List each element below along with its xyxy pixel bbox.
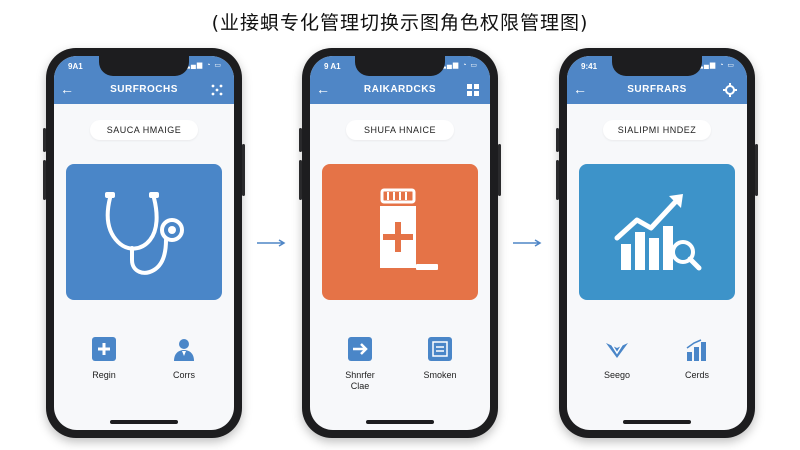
nav-title: SURFRARS <box>627 84 687 95</box>
power-button <box>498 144 501 196</box>
arrow-right-icon <box>257 239 286 247</box>
action-label: Shnrfer Clae <box>345 370 375 391</box>
back-arrow-icon[interactable]: ← <box>316 81 330 97</box>
status-time: 9A1 <box>68 62 83 71</box>
chart-search-icon <box>614 194 702 271</box>
status-icons: ▂▄▆ ◔ ▭ <box>440 62 478 69</box>
arrow-right-square-icon <box>347 336 373 362</box>
home-indicator[interactable] <box>110 420 178 424</box>
status-icons: ▂▄▆ ◔ ▭ <box>697 62 735 69</box>
hero-card[interactable] <box>66 164 222 300</box>
action-shnrfer-clae[interactable]: Shnrfer Clae <box>320 336 400 392</box>
notch <box>355 56 445 76</box>
bar-chart-icon <box>684 336 710 362</box>
down-chevron-icon <box>604 336 630 362</box>
arrow-right-icon <box>513 239 542 247</box>
phone-2-screen: 9 A1 ▂▄▆ ◔ ▭ ← RAIKARDCKS SHUFA HNAICE S… <box>310 56 490 430</box>
back-arrow-icon[interactable]: ← <box>573 81 587 97</box>
home-indicator[interactable] <box>366 420 434 424</box>
page-title: (业接蛽专化管理切换示图角色权限管理图) <box>211 12 589 34</box>
notch <box>99 56 189 76</box>
action-label: Smoken <box>423 370 457 380</box>
status-time: 9 A1 <box>324 62 341 71</box>
grid-icon[interactable] <box>466 83 480 97</box>
role-label: SHUFA HNAICE <box>346 120 454 140</box>
action-seego[interactable]: Seego <box>577 336 657 381</box>
medicine-bottle-icon <box>380 188 438 270</box>
settings-icon[interactable] <box>723 83 737 97</box>
document-icon <box>427 336 453 362</box>
volume-up-button <box>299 128 302 152</box>
hero-card[interactable] <box>322 164 478 300</box>
nav-title: RAIKARDCKS <box>363 84 437 95</box>
add-square-icon <box>91 336 117 362</box>
phone-3: 9:41 ▂▄▆ ◔ ▭ ← SURFRARS SIALIPMI HNDEZ <box>556 48 758 438</box>
status-icons: ▂▄▆ ◔ ▭ <box>184 62 222 69</box>
volume-up-button <box>556 128 559 152</box>
flow-arrow-1 <box>257 234 287 247</box>
phone-1-screen: 9A1 ▂▄▆ ◔ ▭ ← SURFROCHS SAUCA HMAIGE <box>54 56 234 430</box>
action-label: Seego <box>603 370 631 380</box>
action-cerds[interactable]: Cerds <box>657 336 737 381</box>
home-indicator[interactable] <box>623 420 691 424</box>
back-arrow-icon[interactable]: ← <box>60 81 74 97</box>
action-label: Cerds <box>684 370 709 380</box>
stethoscope-icon <box>105 192 184 275</box>
flow-arrow-2 <box>513 234 543 247</box>
role-label: SIALIPMI HNDEZ <box>603 120 711 140</box>
action-label: Regin <box>92 370 116 380</box>
volume-down-button <box>556 160 559 200</box>
status-time: 9:41 <box>581 62 598 71</box>
volume-up-button <box>43 128 46 152</box>
volume-down-button <box>299 160 302 200</box>
action-regin[interactable]: Regin <box>64 336 144 381</box>
action-corrs[interactable]: Corrs <box>144 336 224 381</box>
nav-title: SURFROCHS <box>110 84 178 95</box>
phone-2: 9 A1 ▂▄▆ ◔ ▭ ← RAIKARDCKS SHUFA HNAICE S… <box>299 48 501 438</box>
grid-icon[interactable] <box>210 83 224 97</box>
role-label: SAUCA HMAIGE <box>90 120 198 140</box>
person-icon <box>171 336 197 362</box>
action-smoken[interactable]: Smoken <box>400 336 480 381</box>
volume-down-button <box>43 160 46 200</box>
notch <box>612 56 702 76</box>
hero-card[interactable] <box>579 164 735 300</box>
power-button <box>755 144 758 196</box>
phone-3-screen: 9:41 ▂▄▆ ◔ ▭ ← SURFRARS SIALIPMI HNDEZ <box>567 56 747 430</box>
phone-1: 9A1 ▂▄▆ ◔ ▭ ← SURFROCHS SAUCA HMAIGE <box>43 48 245 438</box>
power-button <box>242 144 245 196</box>
action-label: Corrs <box>173 370 195 380</box>
